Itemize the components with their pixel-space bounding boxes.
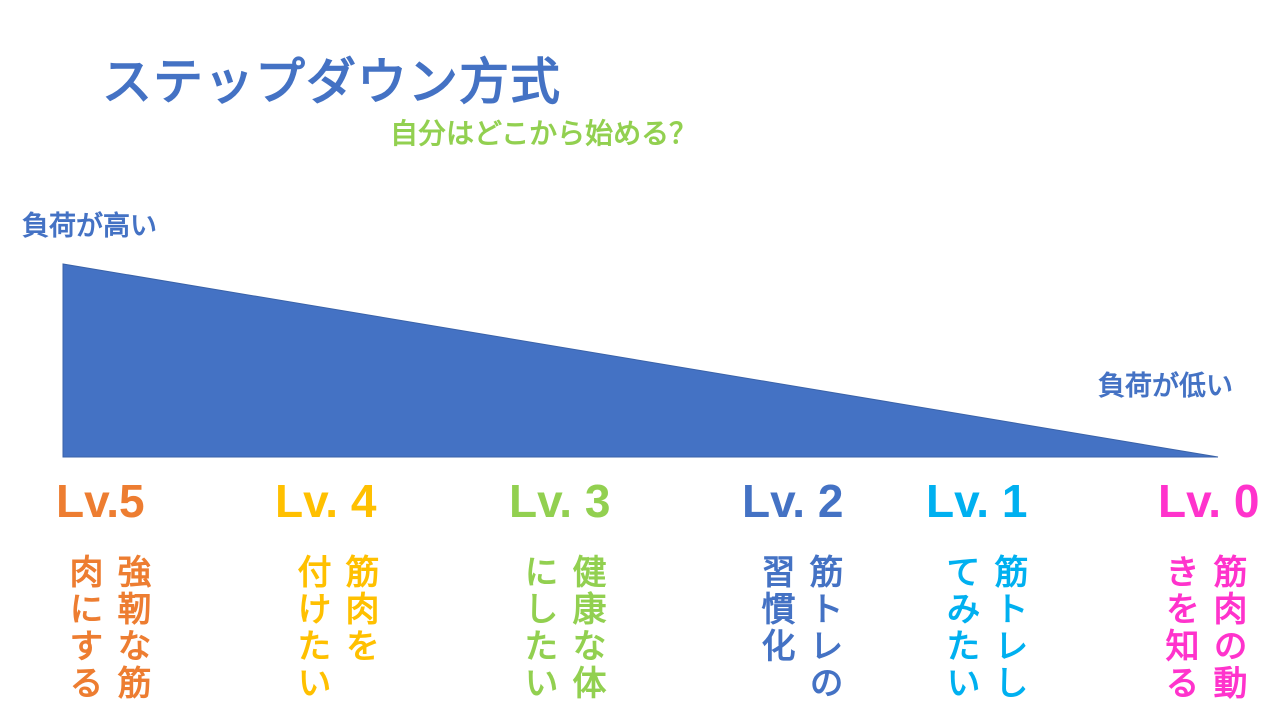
level-0-label: Lv. 0 [1158, 475, 1260, 527]
load-triangle [62, 263, 1219, 458]
level-3-line-1: 健康な体 [566, 554, 606, 702]
level-1-line-1: 筋トレし [988, 554, 1028, 702]
level-1-description: 筋トレし てみたい [940, 554, 1028, 702]
level-3-description: 健康な体 にしたい [518, 554, 606, 702]
page-title: ステップダウン方式 [102, 53, 561, 111]
level-2-label: Lv. 2 [742, 475, 844, 527]
level-3-label: Lv. 3 [509, 475, 611, 527]
level-0-description: 筋肉の動 きを知る [1159, 554, 1247, 702]
level-1-label: Lv. 1 [926, 475, 1028, 527]
level-2-line-2: 習慣化 [755, 554, 795, 665]
level-2-description: 筋トレの 習慣化 [755, 554, 843, 702]
level-0-line-2: きを知る [1159, 554, 1199, 702]
level-1-line-2: てみたい [940, 554, 980, 702]
level-5-line-2: 肉にする [63, 554, 103, 702]
level-4-description: 筋肉を 付けたい [291, 554, 379, 702]
load-low-label: 負荷が低い [1098, 371, 1233, 402]
level-3-line-2: にしたい [518, 554, 558, 702]
subtitle: 自分はどこから始める？ [390, 117, 698, 150]
level-5-line-1: 強靭な筋 [111, 554, 151, 702]
level-4-line-2: 付けたい [291, 554, 331, 702]
load-high-label: 負荷が高い [22, 211, 157, 242]
level-2-line-1: 筋トレの [803, 554, 843, 702]
level-5-label: Lv.5 [56, 475, 145, 527]
level-0-line-1: 筋肉の動 [1207, 554, 1247, 702]
level-4-label: Lv. 4 [275, 475, 377, 527]
level-5-description: 強靭な筋 肉にする [63, 554, 151, 702]
level-4-line-1: 筋肉を [339, 554, 379, 665]
